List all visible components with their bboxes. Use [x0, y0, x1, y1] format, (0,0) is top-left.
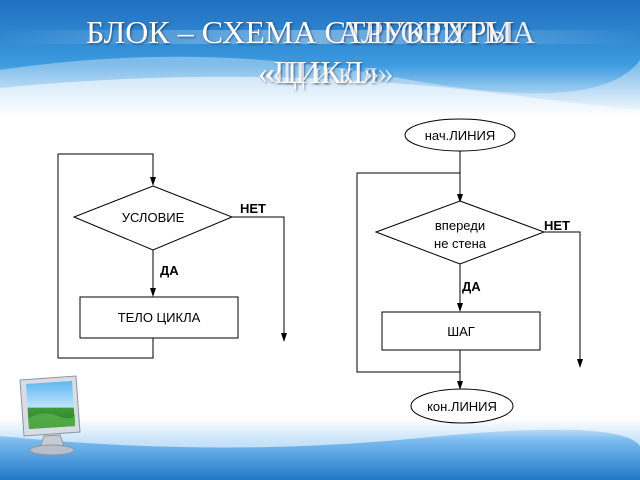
arrowhead — [457, 194, 463, 203]
right-condition-label-1: впереди — [434, 218, 486, 233]
left-body-box — [79, 296, 239, 339]
monitor-icon — [19, 375, 81, 456]
right-condition-diamond — [374, 200, 546, 265]
title-ghost-line-2: «Ц и к л» — [266, 54, 394, 90]
right-condition-label-2: не стена — [434, 236, 486, 251]
right-yes-label: ДА — [462, 279, 481, 294]
right-no-branch-line — [544, 231, 581, 366]
arrowhead — [150, 177, 156, 186]
arrowhead — [457, 381, 463, 390]
left-loop-back-line — [57, 153, 154, 359]
arrowhead — [457, 303, 463, 312]
left-yes-label: ДА — [160, 263, 179, 278]
title-band — [0, 0, 640, 118]
arrowhead — [281, 333, 287, 342]
title-ghost-line-1: АЛГОРИТМА — [338, 14, 536, 50]
left-no-label: НЕТ — [240, 201, 266, 216]
bottom-band — [0, 418, 640, 480]
right-step-label: ШАГ — [447, 324, 475, 339]
left-condition-diamond — [72, 185, 234, 251]
left-body-label: ТЕЛО ЦИКЛА — [117, 310, 201, 325]
title-line-2: «ЦИКЛ» — [258, 54, 380, 90]
right-step-box — [381, 311, 541, 351]
right-start-oval — [404, 118, 516, 152]
arrowhead — [150, 288, 156, 297]
arrowhead — [577, 359, 583, 368]
right-end-label: кон.ЛИНИЯ — [427, 399, 497, 414]
right-end-oval — [410, 388, 514, 424]
title-line-1: БЛОК – СХЕМА СТРУКТУРЫ — [86, 14, 515, 50]
left-no-branch-line — [232, 216, 285, 340]
left-condition-label: УСЛОВИЕ — [121, 210, 185, 225]
right-no-label: НЕТ — [544, 218, 570, 233]
right-start-label: нач.ЛИНИЯ — [424, 128, 496, 143]
right-loop-back-line — [356, 172, 461, 373]
